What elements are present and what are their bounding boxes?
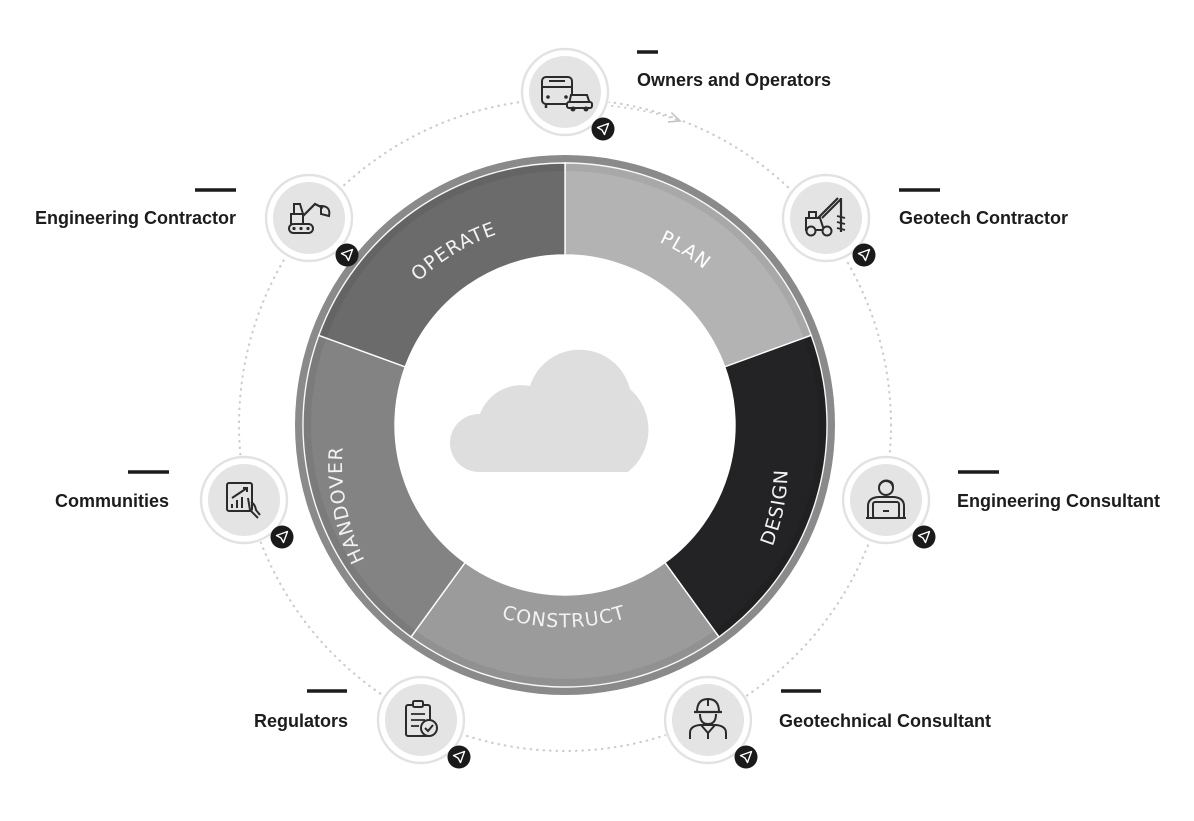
bus-and-car-icon [541,76,593,112]
stakeholder-node: Engineering Contractor [35,173,359,267]
hard-hat-worker-icon [689,697,727,739]
stakeholder-label: Regulators [254,711,348,731]
navigate-button[interactable] [591,117,615,141]
node-disc [672,684,744,756]
navigate-button[interactable] [335,243,359,267]
navigation-arrow-icon [917,530,931,544]
stakeholder-label: Owners and Operators [637,70,831,90]
segment-handover-edge [303,336,415,637]
stakeholder-node: Geotechnical Consultant [663,675,991,769]
node-ring [264,173,354,263]
navigate-button[interactable] [912,525,936,549]
stakeholder-label: Geotech Contractor [899,208,1068,228]
orbit-arrow [611,105,682,123]
node-disc [273,182,345,254]
navigation-arrow-icon [275,530,289,544]
node-disc [790,182,862,254]
segment-construct-edge [412,631,718,687]
stakeholder-label: Engineering Contractor [35,208,236,228]
node-ring [376,675,466,765]
node-ring [663,675,753,765]
node-disc [850,464,922,536]
segment-plan-edge [566,163,811,337]
node-disc [529,56,601,128]
stakeholder-node: Geotech Contractor [781,173,1068,267]
stakeholder-node: Regulators [254,675,471,769]
node-ring [781,173,871,263]
cloud-icon [449,349,649,472]
navigate-button[interactable] [270,525,294,549]
stakeholder-label: Engineering Consultant [957,491,1160,511]
navigate-button[interactable] [447,745,471,769]
drilling-rig-icon [805,197,846,237]
segment-design-edge [715,336,827,637]
clipboard-check-icon [405,700,438,737]
person-laptop-icon [866,479,906,519]
chart-touch-icon [226,482,261,519]
stakeholder-node: Communities [55,455,294,549]
navigation-arrow-icon [857,248,871,262]
stakeholder-node: Engineering Consultant [841,455,1160,549]
node-ring [841,455,931,545]
navigation-arrow-icon [340,248,354,262]
navigation-arrow-icon [596,122,610,136]
stakeholder-node: Owners and Operators [520,47,831,141]
navigate-button[interactable] [734,745,758,769]
navigate-button[interactable] [852,243,876,267]
node-ring [520,47,610,137]
stakeholder-label: Geotechnical Consultant [779,711,991,731]
node-disc [208,464,280,536]
node-ring [199,455,289,545]
navigation-arrow-icon [452,750,466,764]
segment-operate-edge [319,163,564,337]
stakeholder-label: Communities [55,491,169,511]
navigation-arrow-icon [739,750,753,764]
excavator-icon [288,202,331,234]
